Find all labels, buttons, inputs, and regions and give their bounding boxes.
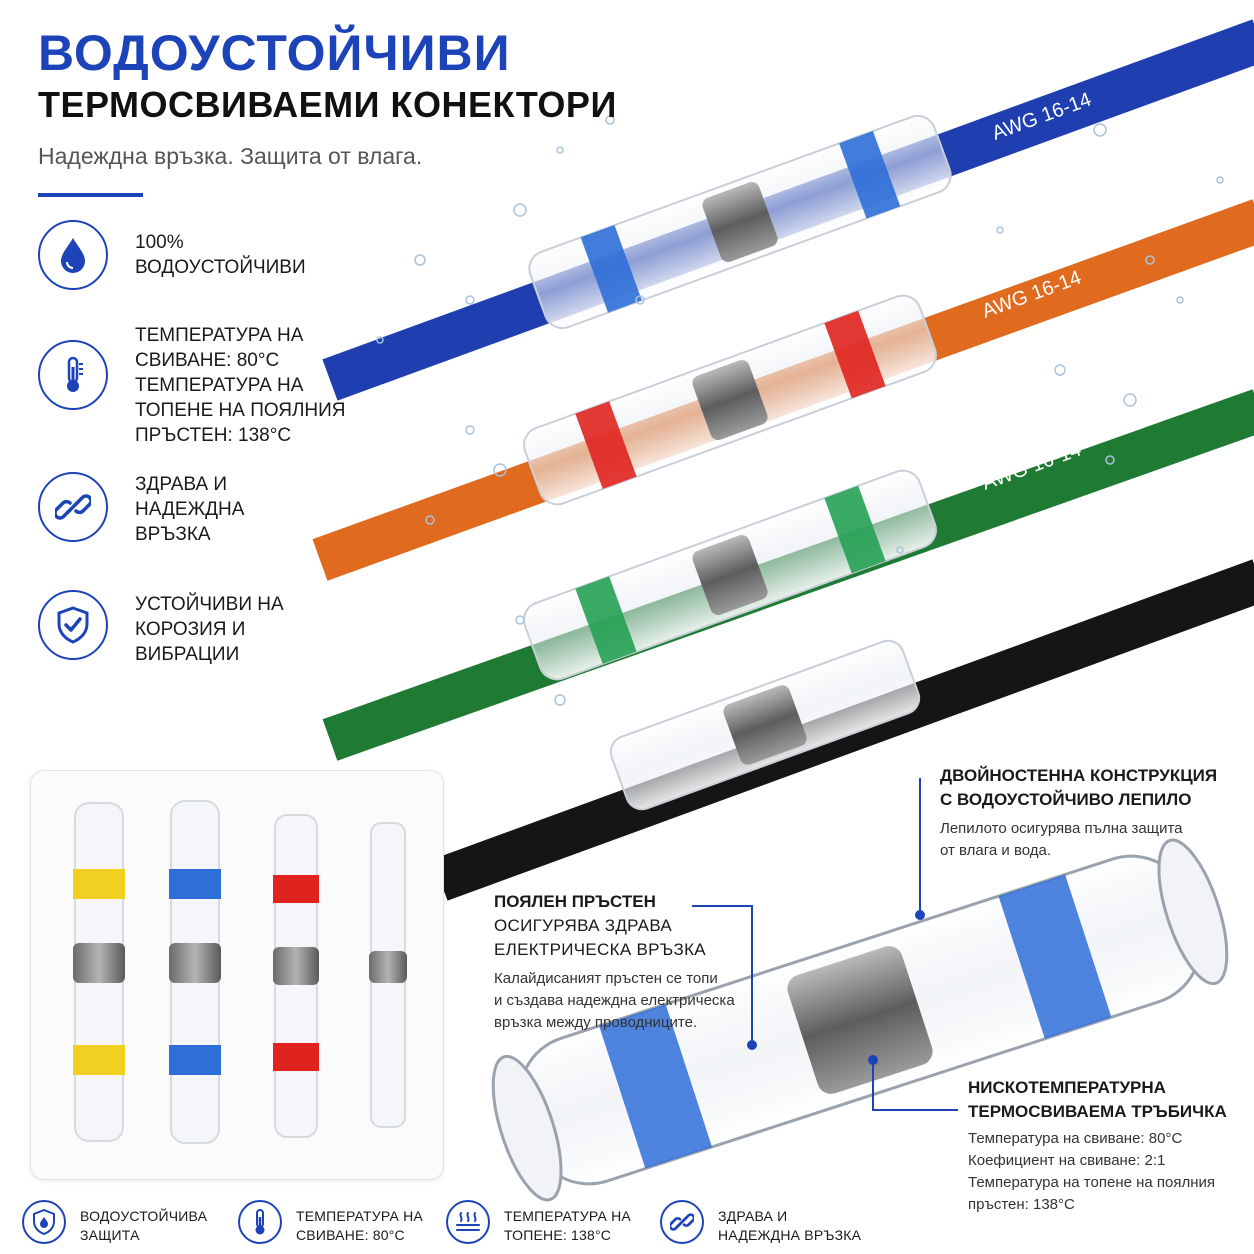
wire-black: AWG 16-14 <box>432 559 1254 901</box>
connector-band-top <box>273 875 319 903</box>
connector-band-bottom <box>73 1045 125 1075</box>
connector-band-bottom <box>169 1045 221 1075</box>
connector-yellow <box>73 802 125 1142</box>
callout-leaders <box>692 778 958 1111</box>
wire-orange: AWG 16-14 <box>312 199 1254 581</box>
sample-connectors <box>73 800 407 1144</box>
page-subtitle: ТЕРМОСВИВАЕМИ КОНЕКТОРИ <box>38 84 617 125</box>
thermometer-icon <box>238 1200 282 1244</box>
feature-water <box>38 220 108 290</box>
feature-corrosion <box>38 590 108 660</box>
bottom-shrink-icon-wrap <box>238 1200 282 1244</box>
page-title: ВОДОУСТОЙЧИВИ <box>38 25 511 81</box>
feature-connection <box>38 472 108 542</box>
water-drop-icon <box>38 220 108 290</box>
connector-blue <box>169 800 221 1144</box>
shield-drop-icon <box>22 1200 66 1244</box>
callout-solder-ring: ПОЯЛЕН ПРЪСТЕН ОСИГУРЯВА ЗДРАВА ЕЛЕКТРИЧ… <box>494 892 735 1031</box>
wire-blue: AWG 16-14 <box>322 19 1254 401</box>
bottom-shrink-text: ТЕМПЕРАТУРА НА СВИВАНЕ: 80°C <box>296 1208 423 1243</box>
title-underline <box>38 193 143 197</box>
connector-band-top <box>73 869 125 899</box>
feature-connection-text: ЗДРАВА И НАДЕЖДНА ВРЪЗКА <box>135 474 245 545</box>
callout-double-wall: ДВОЙНОСТЕННА КОНСТРУКЦИЯ С ВОДОУСТОЙЧИВО… <box>940 766 1218 859</box>
bottom-connection-icon-wrap <box>660 1200 704 1244</box>
feature-corrosion-text: УСТОЙЧИВИ НА КОРОЗИЯ И ВИБРАЦИИ <box>135 594 284 665</box>
callout-low-temp-tube: НИСКОТЕМПЕРАТУРНА ТЕРМОСВИВАЕМА ТРЪБИЧКА… <box>968 1078 1227 1213</box>
chain-link-icon <box>38 472 108 542</box>
bottom-waterproof-icon-wrap <box>22 1200 66 1244</box>
bottom-connection-text: ЗДРАВА И НАДЕЖДНА ВРЪЗКА <box>718 1208 862 1243</box>
bottom-melt-text: ТЕМПЕРАТУРА НА ТОПЕНЕ: 138°C <box>504 1208 631 1243</box>
sample-connectors-panel <box>30 770 444 1180</box>
wire-green: AWG 16-14 <box>322 389 1254 761</box>
feature-temperature <box>38 340 108 410</box>
heat-waves-icon <box>446 1200 490 1244</box>
connector-band-bottom <box>273 1043 319 1071</box>
thermometer-icon <box>38 340 108 410</box>
bottom-melt-icon-wrap <box>446 1200 490 1244</box>
connector-clear <box>369 822 407 1128</box>
feature-water-text: 100% ВОДОУСТОЙЧИВИ <box>135 232 306 278</box>
feature-temperature-text: ТЕМПЕРАТУРА НА СВИВАНЕ: 80°C ТЕМПЕРАТУРА… <box>135 325 346 446</box>
bottom-waterproof-text: ВОДОУСТОЙЧИВА ЗАЩИТА <box>80 1208 208 1243</box>
connector-band-top <box>169 869 221 899</box>
cutaway-connector <box>491 838 1229 1202</box>
connector-red <box>273 814 319 1138</box>
water-splash <box>376 115 1224 706</box>
tagline: Надеждна връзка. Защита от влага. <box>38 143 423 169</box>
chain-link-icon <box>660 1200 704 1244</box>
shield-check-icon <box>38 590 108 660</box>
